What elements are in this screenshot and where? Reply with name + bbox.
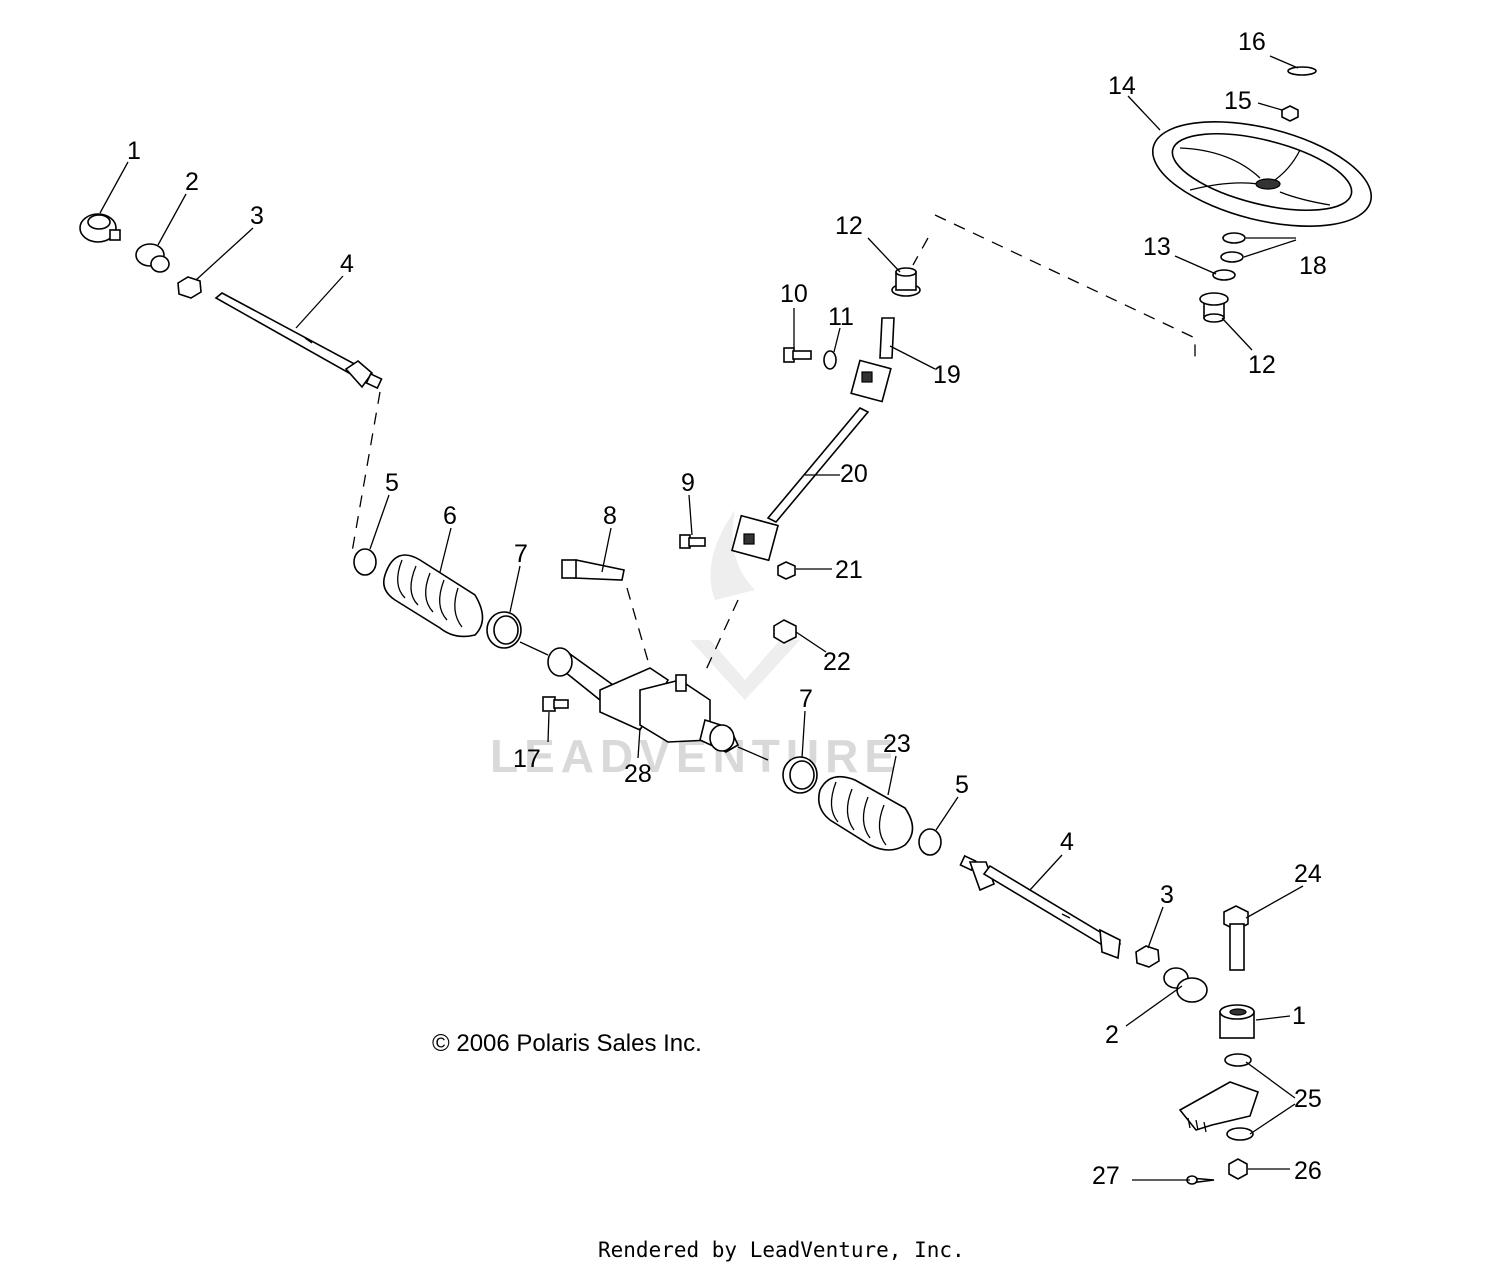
callout-4-right: 4: [1060, 828, 1074, 856]
spindle-bracket: [1178, 1081, 1260, 1133]
copyright-notice: © 2006 Polaris Sales Inc.: [432, 1030, 702, 1057]
part-8-bolt: [561, 559, 625, 581]
callout-19: 19: [933, 361, 961, 389]
part-3-jam-nut-left: [177, 276, 202, 299]
callout-16: 16: [1238, 28, 1266, 56]
callout-13: 13: [1143, 233, 1171, 261]
callout-1-right: 1: [1292, 1002, 1306, 1030]
part-14-steering-wheel: [1151, 120, 1373, 228]
part-15-nut: [1281, 105, 1299, 122]
callout-12-upper: 12: [835, 212, 863, 240]
callout-2-right: 2: [1105, 1021, 1119, 1049]
callout-24: 24: [1294, 860, 1322, 888]
part-2-ball-joint-left: [135, 243, 170, 273]
part-7-clamp-upper: [486, 611, 522, 649]
callout-7-lower: 7: [799, 685, 813, 713]
callout-3-right: 3: [1160, 881, 1174, 909]
callout-14: 14: [1108, 72, 1136, 100]
part-24-bolt: [1223, 905, 1249, 971]
part-10-bolt: [783, 347, 812, 363]
part-25-washers: [1224, 1053, 1254, 1141]
callout-labels: 1 2 3 4 5 6 7 8 9 10 11 12 13 14 15 16 1…: [127, 28, 1327, 1190]
part-5-clamp-left: [353, 548, 377, 576]
callout-7-upper: 7: [514, 540, 528, 568]
part-27-cotter-pin: [1186, 1175, 1215, 1185]
callout-27: 27: [1092, 1162, 1120, 1190]
assembly-dashed-lines: [351, 214, 1196, 673]
part-9-bolt: [679, 534, 706, 549]
callout-26: 26: [1294, 1157, 1322, 1185]
part-4-tie-rod-right: [959, 854, 1122, 960]
rendered-by-footer: Rendered by LeadVenture, Inc.: [598, 1238, 965, 1262]
part-23-bellows-boot: [817, 775, 914, 851]
part-19-upper-u-joint: [850, 317, 895, 403]
callout-6: 6: [443, 502, 457, 530]
part-16-cap: [1287, 66, 1317, 76]
part-26-nut: [1228, 1158, 1248, 1180]
part-1-tie-rod-end-left: [79, 213, 121, 243]
part-5-clamp-right: [918, 828, 942, 856]
callout-9: 9: [681, 469, 695, 497]
callout-15: 15: [1224, 87, 1252, 115]
callout-2-left: 2: [185, 168, 199, 196]
callout-5-left: 5: [385, 469, 399, 497]
part-3-jam-nut-right: [1135, 945, 1160, 968]
watermark-logo: [690, 510, 800, 700]
part-28-steering-rack: [547, 647, 740, 753]
part-6-bellows-boot: [382, 554, 484, 638]
part-11-washer: [823, 350, 837, 370]
callout-10: 10: [780, 280, 808, 308]
callout-3-left: 3: [250, 202, 264, 230]
callout-22: 22: [823, 648, 851, 676]
rack-shaft-line-left: [519, 641, 549, 656]
part-2-ball-joint-right: [1163, 967, 1208, 1003]
callout-12-right: 12: [1248, 351, 1276, 379]
callout-18: 18: [1299, 252, 1327, 280]
lower-u-joint: [731, 514, 779, 562]
callout-28: 28: [624, 760, 652, 788]
part-13-washer: [1212, 269, 1236, 281]
callout-5-right: 5: [955, 771, 969, 799]
callout-1-left: 1: [127, 137, 141, 165]
callout-4-left: 4: [340, 250, 354, 278]
callout-17: 17: [513, 745, 541, 773]
callout-8: 8: [603, 502, 617, 530]
callout-23: 23: [883, 730, 911, 758]
callout-leaders: [99, 55, 1304, 1181]
part-20-steering-shaft: [766, 407, 870, 523]
part-22-nut: [773, 619, 797, 644]
part-18-washers: [1220, 232, 1246, 263]
part-21-nut: [777, 561, 796, 580]
callout-21: 21: [835, 556, 863, 584]
callout-11: 11: [828, 303, 854, 331]
part-12-bushing-upper: [891, 267, 921, 297]
part-7-clamp-lower: [782, 756, 818, 794]
part-4-tie-rod-left: [214, 292, 383, 390]
part-17-bolt: [542, 696, 569, 712]
part-12-bushing-right: [1199, 292, 1229, 323]
callout-20: 20: [840, 460, 868, 488]
part-1-tie-rod-end-right: [1219, 1004, 1255, 1039]
callout-25: 25: [1294, 1085, 1322, 1113]
rack-shaft-line-right: [737, 746, 769, 761]
